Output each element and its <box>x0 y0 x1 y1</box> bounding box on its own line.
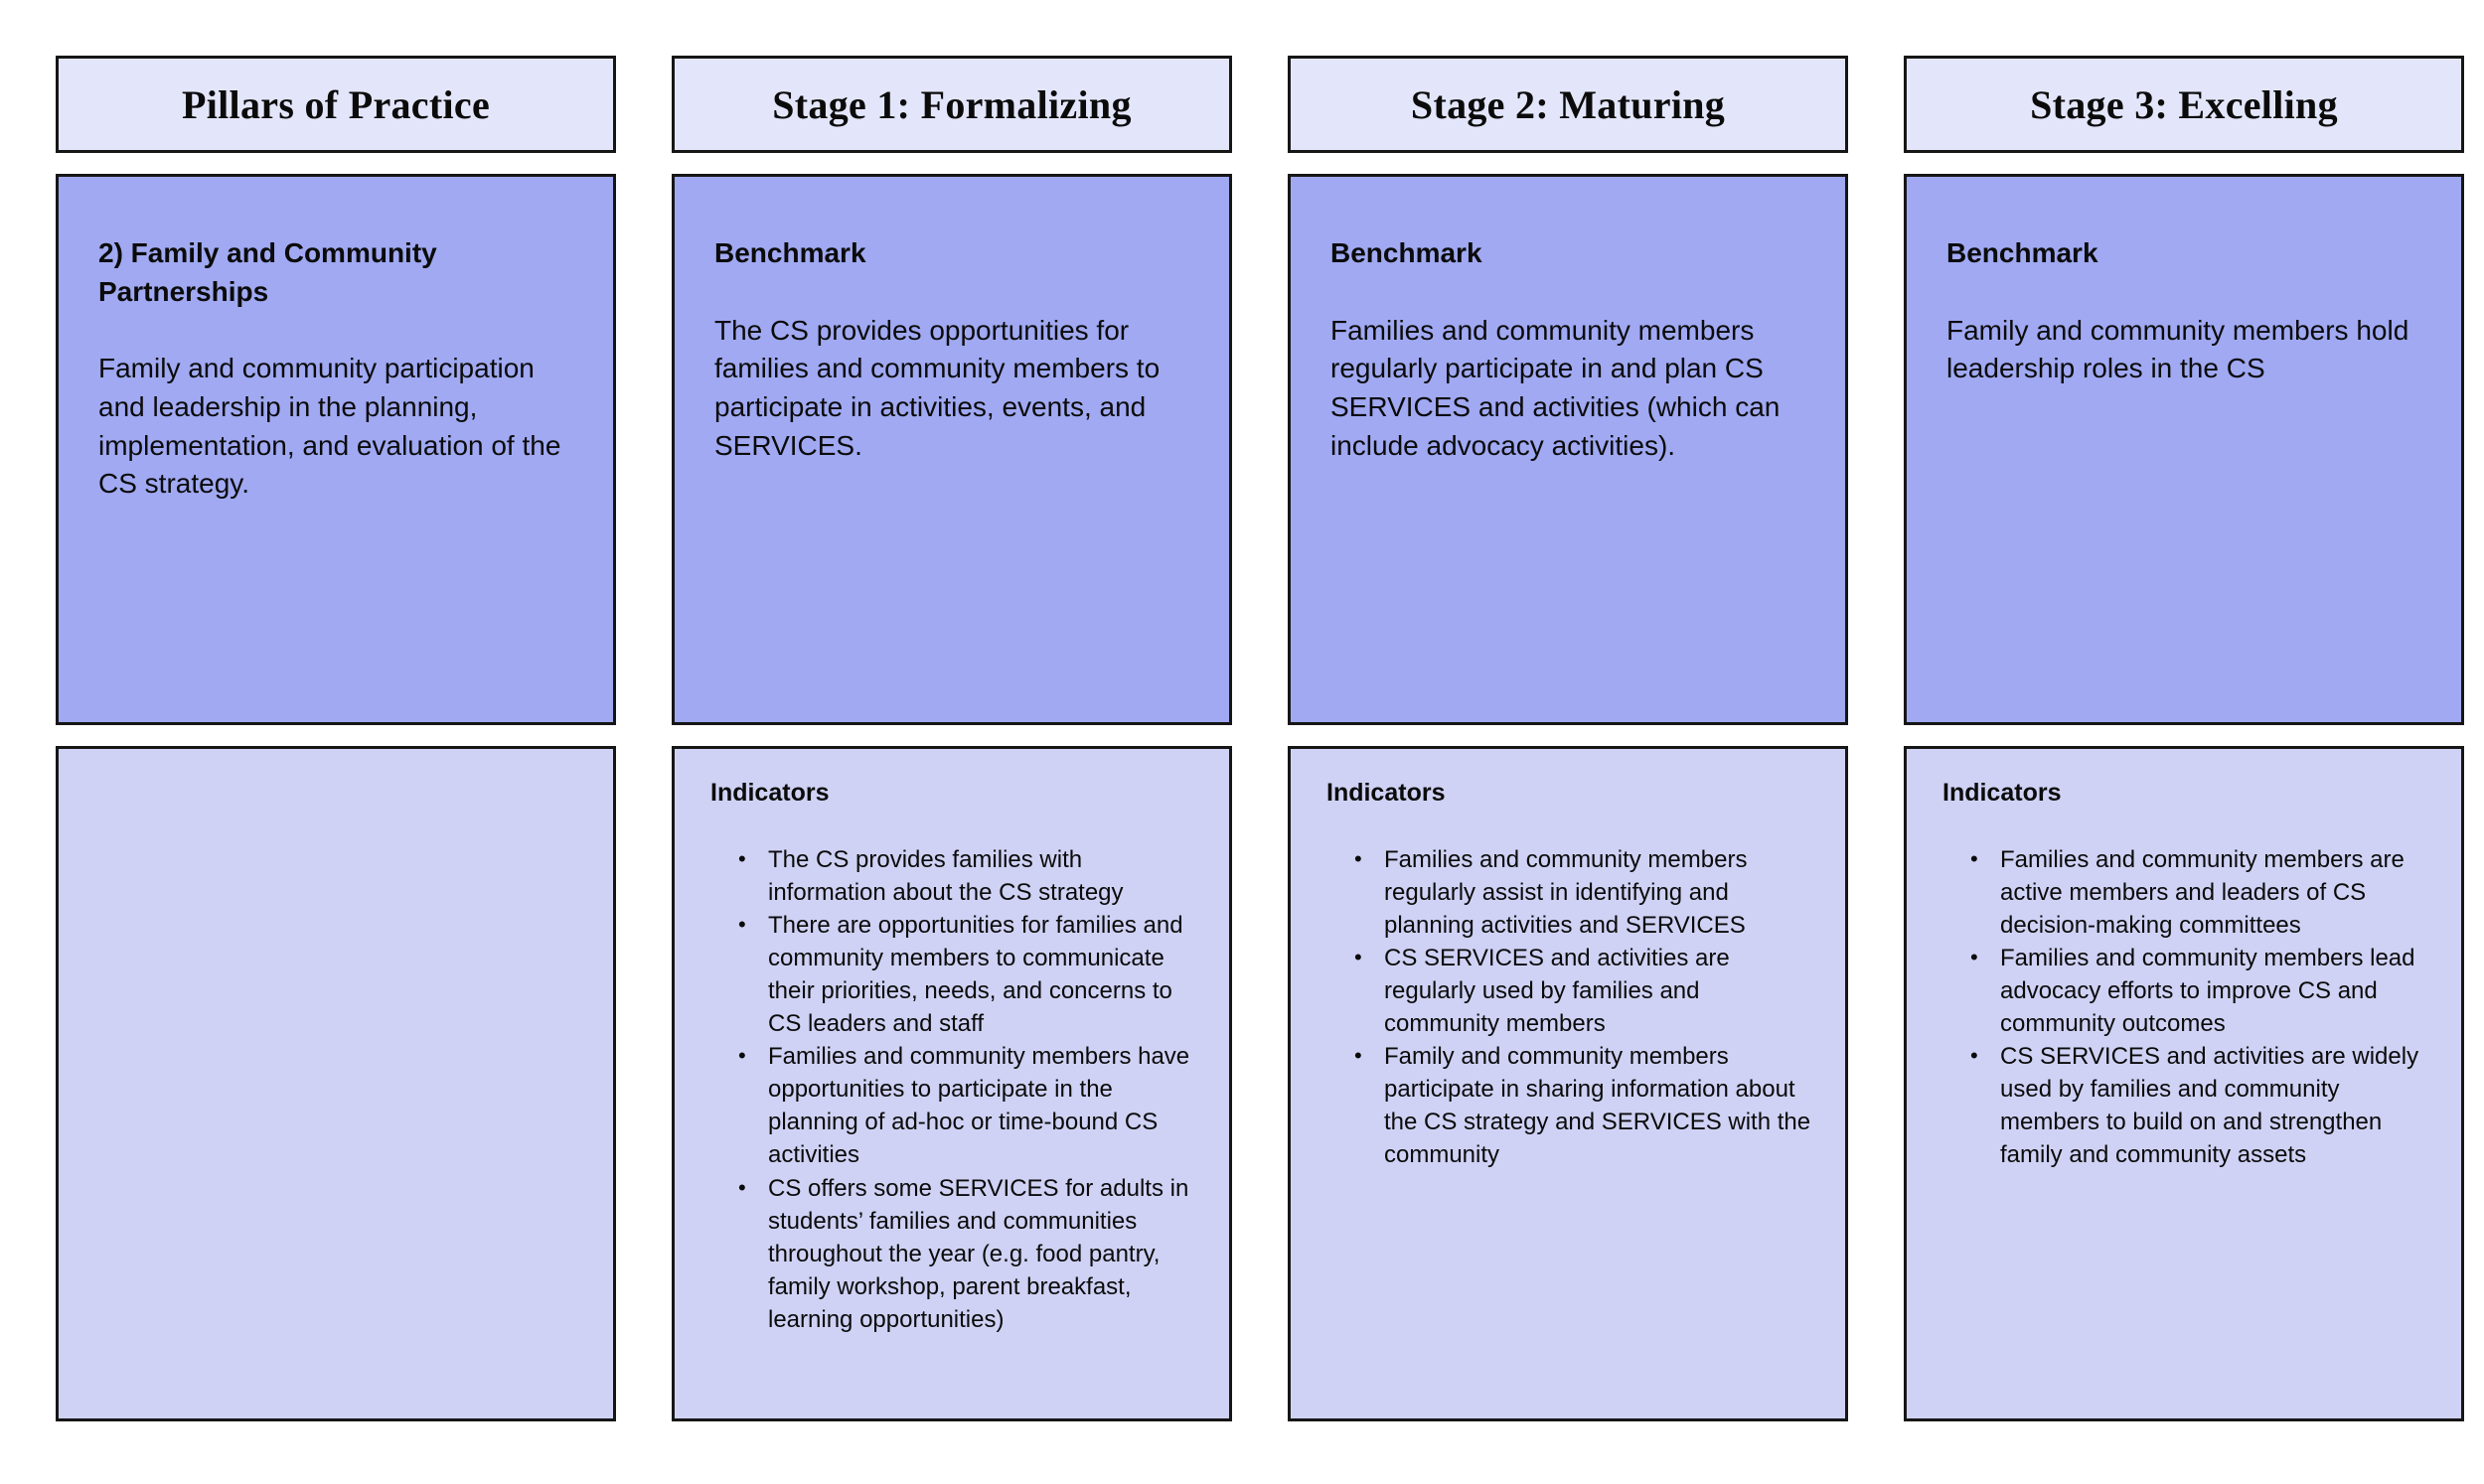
column-header-stage-2-label: Stage 2: Maturing <box>1410 81 1726 127</box>
pillar-cell: 2) Family and Community Partnerships Fam… <box>56 174 616 725</box>
benchmark-text: Families and community members regularly… <box>1330 314 1781 461</box>
benchmark-heading: Benchmark <box>1946 237 2098 268</box>
indicator-item: CS offers some SERVICES for adults in st… <box>710 1172 1199 1337</box>
indicator-item: Families and community members lead advo… <box>1942 942 2431 1040</box>
indicator-item: The CS provides families with informatio… <box>710 843 1199 909</box>
pillar-description: Family and community participation and l… <box>98 353 561 500</box>
indicators-cell-stage-3: Indicators Families and community member… <box>1904 746 2464 1421</box>
benchmark-heading: Benchmark <box>714 237 866 268</box>
indicator-item: Family and community members participate… <box>1326 1040 1815 1171</box>
indicator-list: Families and community members regularly… <box>1326 843 1815 1172</box>
column-header-stage-3: Stage 3: Excelling <box>1904 56 2464 153</box>
column-header-stage-2: Stage 2: Maturing <box>1288 56 1848 153</box>
benchmark-heading: Benchmark <box>1330 237 1482 268</box>
benchmark-cell-stage-3: Benchmark Family and community members h… <box>1904 174 2464 725</box>
indicator-item: CS SERVICES and activities are widely us… <box>1942 1040 2431 1171</box>
indicator-item: Families and community members are activ… <box>1942 843 2431 942</box>
benchmark-text: The CS provides opportunities for famili… <box>714 314 1161 461</box>
indicators-heading: Indicators <box>1326 779 1446 807</box>
indicators-heading: Indicators <box>710 779 830 807</box>
rubric-table: Pillars of Practice Stage 1: Formalizing… <box>56 56 2464 1421</box>
benchmark-cell-stage-2: Benchmark Families and community members… <box>1288 174 1848 725</box>
pillar-title: 2) Family and Community Partnerships <box>98 237 437 307</box>
column-header-stage-3-label: Stage 3: Excelling <box>2030 81 2338 127</box>
indicator-list: The CS provides families with informatio… <box>710 843 1199 1337</box>
indicators-cell-pillars-empty <box>56 746 616 1421</box>
column-header-stage-1: Stage 1: Formalizing <box>672 56 1232 153</box>
indicator-item: There are opportunities for families and… <box>710 909 1199 1040</box>
benchmark-cell-stage-1: Benchmark The CS provides opportunities … <box>672 174 1232 725</box>
indicators-heading: Indicators <box>1942 779 2062 807</box>
indicator-list: Families and community members are activ… <box>1942 843 2431 1172</box>
benchmark-text: Family and community members hold leader… <box>1946 314 2409 384</box>
indicators-cell-stage-2: Indicators Families and community member… <box>1288 746 1848 1421</box>
column-header-pillars: Pillars of Practice <box>56 56 616 153</box>
indicator-item: Families and community members regularly… <box>1326 843 1815 942</box>
indicators-cell-stage-1: Indicators The CS provides families with… <box>672 746 1232 1421</box>
indicator-item: CS SERVICES and activities are regularly… <box>1326 942 1815 1040</box>
column-header-stage-1-label: Stage 1: Formalizing <box>772 81 1132 127</box>
column-header-pillars-label: Pillars of Practice <box>182 81 490 127</box>
indicator-item: Families and community members have oppo… <box>710 1040 1199 1171</box>
